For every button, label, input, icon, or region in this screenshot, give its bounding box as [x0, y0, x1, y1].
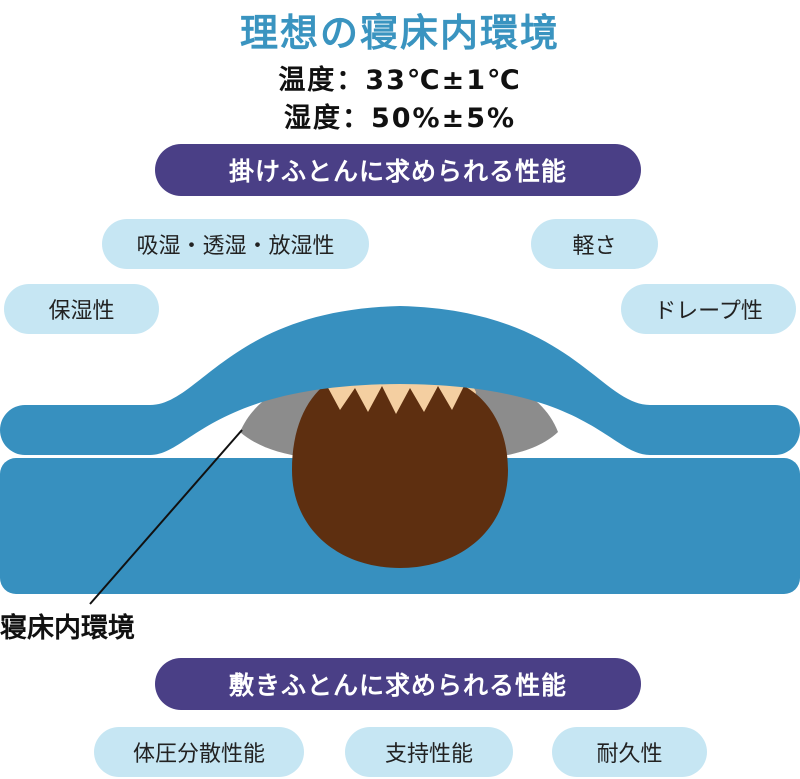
page-title: 理想の寝床内環境 — [239, 11, 560, 55]
feature-pill-drape: ドレープ性 — [621, 284, 796, 334]
temperature-spec: 温度：33℃±1℃ — [278, 65, 522, 96]
quilt — [0, 306, 800, 455]
feature-pill-lightness: 軽さ — [531, 219, 658, 269]
humidity-spec: 湿度：50%±5% — [283, 103, 517, 134]
feature-pill-pressure-distribution: 体圧分散性能 — [94, 727, 304, 777]
quilt-requirements-banner: 掛けふとんに求められる性能 — [155, 144, 641, 196]
sleep-environment-label: 寝床内環境 — [0, 613, 135, 644]
feature-pill-support: 支持性能 — [345, 727, 513, 777]
mattress-requirements-banner: 敷きふとんに求められる性能 — [155, 658, 641, 710]
feature-pill-heat-retention: 保湿性 — [4, 284, 159, 334]
feature-pill-moisture: 吸湿・透湿・放湿性 — [102, 219, 369, 269]
hair — [292, 384, 508, 568]
env-leader-line — [89, 429, 243, 605]
feature-pill-durability: 耐久性 — [552, 727, 707, 777]
